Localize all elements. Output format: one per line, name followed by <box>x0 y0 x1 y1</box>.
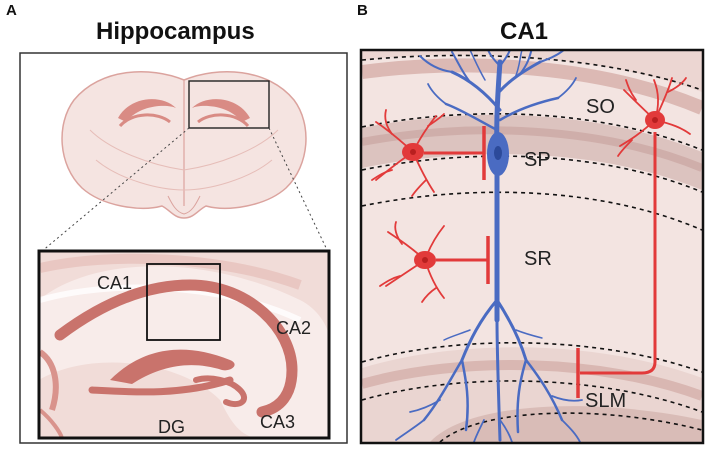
layer-label-slm: SLM <box>585 390 626 412</box>
panel-a-frame <box>19 52 348 444</box>
layer-label-sr: SR <box>524 248 552 270</box>
panel-b-title: CA1 <box>500 18 549 45</box>
zoom-box <box>188 80 270 129</box>
layer-label-sp: SP <box>524 149 551 171</box>
dg-lower-blade <box>88 376 234 396</box>
ca1-zoom-box <box>146 263 221 341</box>
label-dg: DG <box>158 417 185 437</box>
so-axon <box>580 132 657 375</box>
label-ca1: CA1 <box>97 273 132 293</box>
panel-b-frame <box>359 48 705 445</box>
label-ca3: CA3 <box>260 412 295 432</box>
inset-frame <box>37 249 331 440</box>
dg-upper-blade <box>110 349 235 384</box>
brain-section <box>61 71 307 219</box>
ca-band <box>54 279 298 418</box>
panel-a-letter: A <box>6 2 17 19</box>
panel-b-letter: B <box>357 2 368 19</box>
label-ca2: CA2 <box>276 318 311 338</box>
panel-a: CA1 CA2 CA3 DG <box>19 52 348 444</box>
layer-label-so: SO <box>586 96 615 118</box>
zoom-line-left <box>40 127 190 253</box>
layer-boundaries <box>362 54 702 442</box>
panel-a-title: Hippocampus <box>96 18 255 45</box>
pyramidal-neuron <box>395 51 583 442</box>
hippocampus-inset <box>39 251 329 438</box>
panel-b: SO SP SR SLM <box>359 48 705 445</box>
